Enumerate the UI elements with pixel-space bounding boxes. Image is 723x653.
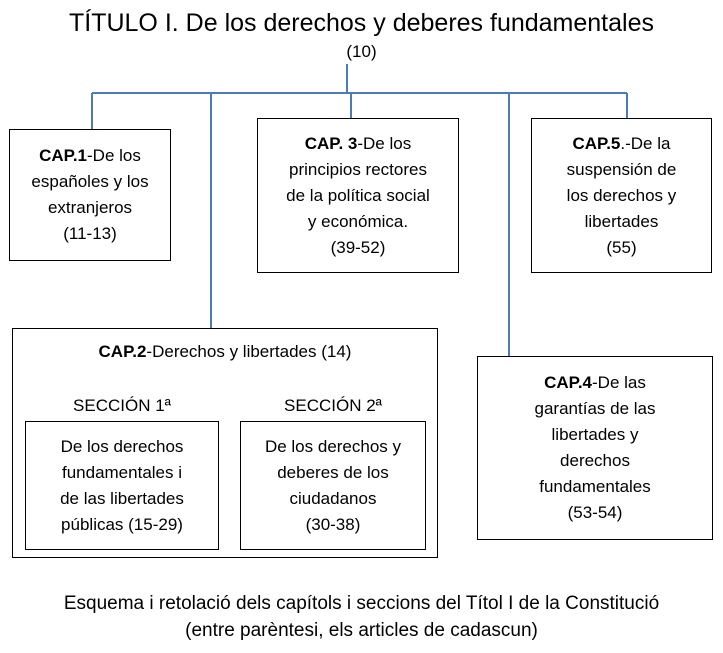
section-1-line: De los derechos bbox=[60, 436, 184, 456]
section-2-line: De los derechos y bbox=[264, 436, 402, 456]
chapter-1-box: CAP.1-De los españoles y los extranjeros… bbox=[9, 129, 171, 261]
chapter-5-box: CAP.5.-De la suspensión de los derechos … bbox=[531, 118, 712, 273]
figure-caption: Esquema i retolació dels capítols i secc… bbox=[0, 590, 723, 644]
chapter-2-header: CAP.2-Derechos y libertades (14) bbox=[13, 341, 437, 363]
diagram-subtitle: (10) bbox=[346, 42, 377, 61]
chapter-5-prefix: CAP.5 bbox=[572, 133, 621, 153]
chapter-5-line: los derechos y bbox=[566, 185, 677, 205]
section-1-box: De los derechos fundamentales i de las l… bbox=[25, 421, 219, 550]
chapter-1-line: extranjeros bbox=[47, 198, 133, 217]
section-1-label: SECCIÓN 1ª bbox=[73, 396, 171, 415]
chapter-4-line: garantías de las bbox=[534, 399, 656, 418]
section-2-box: De los derechos y deberes de los ciudada… bbox=[240, 421, 426, 550]
chapter-4-box: CAP.4-De las garantías de las libertades… bbox=[477, 356, 713, 540]
chapter-5-heading: .-De la bbox=[620, 133, 671, 153]
chapter-1-prefix: CAP.1 bbox=[39, 146, 88, 165]
chapter-2-box: CAP.2-Derechos y libertades (14) SECCIÓN… bbox=[12, 328, 438, 558]
chapter-5-articles: (55) bbox=[606, 237, 637, 257]
chapter-4-articles: (53-54) bbox=[567, 503, 623, 522]
chapter-3-articles: (39-52) bbox=[330, 237, 386, 257]
chapter-4-line: derechos bbox=[560, 451, 630, 470]
section-1-line: fundamentales i bbox=[61, 462, 183, 482]
caption-line-1: Esquema i retolació dels capítols i secc… bbox=[63, 593, 660, 614]
chapter-4-line: fundamentales bbox=[539, 477, 651, 496]
chapter-4-prefix: CAP.4 bbox=[544, 373, 593, 392]
chapter-3-heading: -De los bbox=[357, 133, 412, 153]
section-2-line: ciudadanos bbox=[289, 488, 377, 508]
chapter-3-line: de la política social bbox=[286, 185, 430, 205]
chapter-2-prefix: CAP.2 bbox=[98, 342, 147, 361]
diagram-title: TÍTULO I. De los derechos y deberes fund… bbox=[68, 9, 654, 37]
section-2-label: SECCIÓN 2ª bbox=[284, 396, 382, 415]
section-1-line: de las libertades bbox=[60, 488, 184, 508]
section-2-articles: (30-38) bbox=[305, 514, 361, 534]
section-2-line: deberes de los bbox=[277, 462, 389, 482]
chapter-3-line: y económica. bbox=[307, 211, 409, 231]
chapter-3-line: principios rectores bbox=[289, 159, 427, 179]
chapter-1-line: españoles y los bbox=[31, 172, 149, 191]
chapter-3-box: CAP. 3-De los principios rectores de la … bbox=[257, 118, 459, 273]
chapter-2-heading: -Derechos y libertades (14) bbox=[146, 342, 352, 361]
section-1-line: públicas (15-29) bbox=[61, 514, 183, 534]
caption-line-2: (entre parèntesi, els articles de cadasc… bbox=[185, 620, 538, 641]
chapter-5-line: suspensión de bbox=[566, 159, 677, 179]
chapter-1-heading: -De los bbox=[87, 146, 141, 165]
chapter-1-articles: (11-13) bbox=[63, 224, 117, 243]
chapter-5-line: libertades bbox=[584, 211, 659, 231]
chapter-4-heading: -De las bbox=[592, 373, 646, 392]
chapter-4-line: libertades y bbox=[551, 425, 639, 444]
chapter-3-prefix: CAP. 3 bbox=[304, 133, 358, 153]
